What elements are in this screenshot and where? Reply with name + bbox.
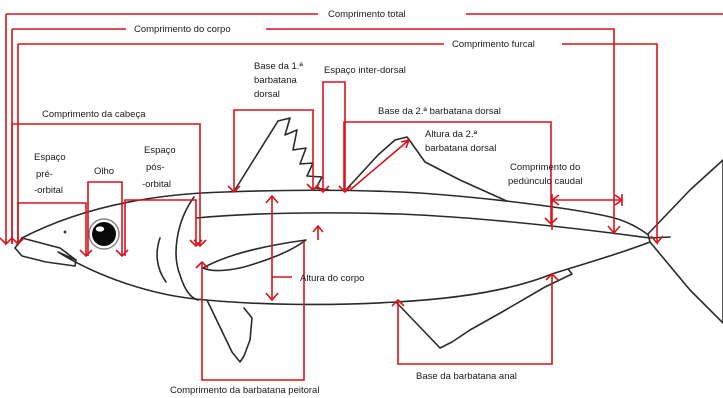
label-body-length: Comprimento do corpo (134, 24, 231, 35)
label-total-length: Comprimento total (328, 9, 406, 20)
label-anal-base: Base da barbatana anal (416, 371, 517, 382)
label-second-dorsal-base: Base da 2.ª barbatana dorsal (378, 106, 501, 117)
label-first-dorsal-base-1: Base da 1.ª (254, 61, 303, 72)
label-head-length: Comprimento da cabeça (42, 109, 146, 120)
label-first-dorsal-base-3: dorsal (254, 89, 280, 100)
label-second-dorsal-height-1: Altura da 2.ª (425, 129, 478, 140)
label-post-orbital-2: pós- (146, 162, 164, 173)
label-first-dorsal-base-2: barbatana (254, 75, 298, 86)
label-inter-dorsal: Espaço inter-dorsal (324, 65, 406, 76)
label-pectoral-length: Comprimento da barbatana peitoral (170, 385, 319, 396)
label-fork-length: Comprimento furcal (452, 39, 535, 50)
label-eye: Olho (94, 166, 114, 177)
label-post-orbital-3: -orbital (142, 179, 171, 190)
label-pre-orbital-3: -orbital (34, 185, 63, 196)
eye-highlight (96, 226, 104, 231)
label-second-dorsal-height-2: barbatana dorsal (425, 143, 496, 154)
label-peduncle-2: pedúnculo caudal (508, 176, 582, 187)
label-post-orbital-1: Espaço (144, 145, 176, 156)
inter-dorsal-space-line (317, 82, 351, 192)
pelvic-fin (206, 298, 252, 362)
eye-pupil (92, 222, 116, 246)
label-body-height: Altura do corpo (300, 273, 364, 284)
label-pre-orbital-2: pré- (36, 169, 53, 180)
label-peduncle-1: Comprimento do (510, 162, 580, 173)
label-pre-orbital-1: Espaço (34, 152, 66, 163)
first-dorsal-fin (233, 118, 329, 193)
